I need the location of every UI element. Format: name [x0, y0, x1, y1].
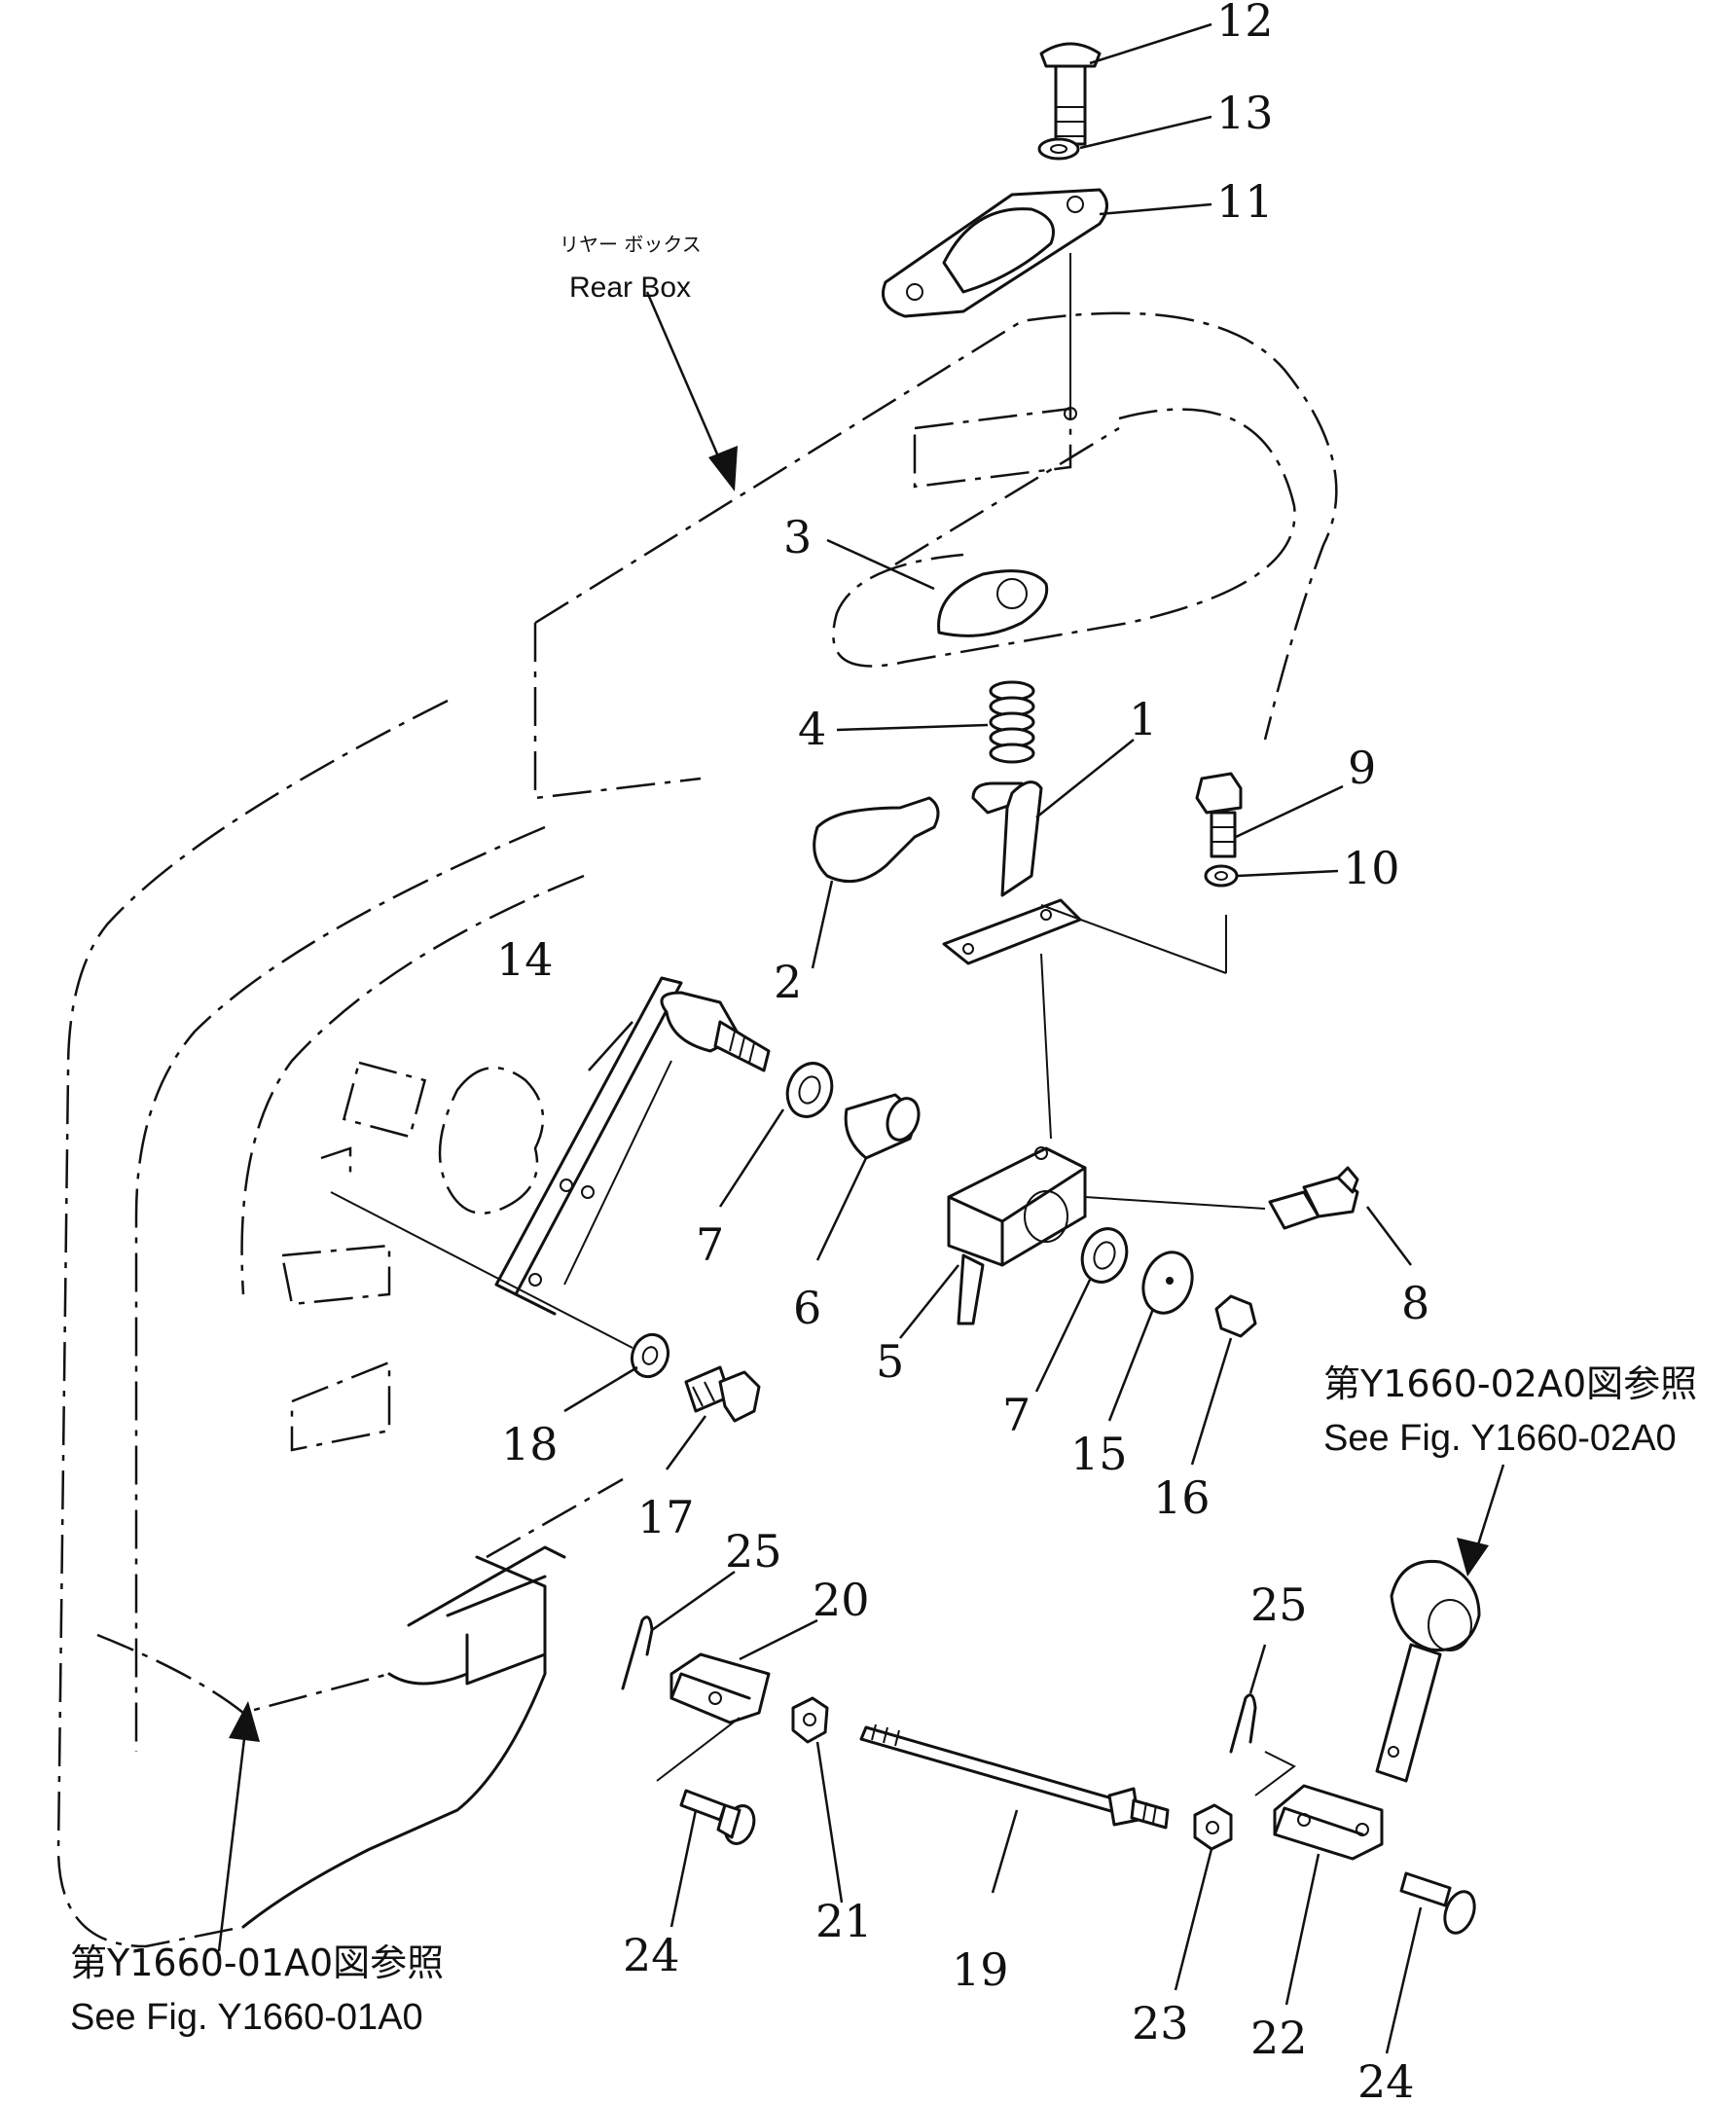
- callout-10: 10: [1343, 842, 1400, 894]
- reference-right: 第Y1660-02A0図参照 See Fig. Y1660-02A0: [1323, 1362, 1697, 1459]
- reference-right-jp: 第Y1660-02A0図参照: [1323, 1362, 1697, 1405]
- seal-7b: [1080, 1227, 1129, 1284]
- reference-right-en: See Fig. Y1660-02A0: [1323, 1418, 1677, 1459]
- callout-4: 4: [798, 703, 826, 755]
- callout-19: 19: [952, 1943, 1009, 1996]
- callout-5: 5: [876, 1335, 904, 1388]
- washer-15: [1141, 1251, 1194, 1315]
- clevis-22: [1273, 1784, 1384, 1861]
- callout-11: 11: [1216, 175, 1274, 228]
- clevis-20: [656, 1652, 771, 1782]
- grease-fitting-8: [1268, 1166, 1359, 1230]
- cab-panel-outline: [56, 699, 624, 1948]
- callout-22: 22: [1250, 2012, 1308, 2064]
- callout-21: 21: [815, 1895, 873, 1947]
- pin-24b: [1399, 1871, 1476, 1935]
- cotter-pin-25b: [1229, 1693, 1296, 1796]
- callout-16: 16: [1153, 1471, 1211, 1524]
- callout-12: 12: [1216, 0, 1274, 47]
- callout-13: 13: [1216, 87, 1274, 139]
- ref-lever-right: [1375, 1559, 1481, 1783]
- callout-14: 14: [496, 933, 554, 986]
- callout-7a: 7: [696, 1218, 724, 1271]
- callout-3: 3: [783, 511, 812, 563]
- lock-washer-13: [1037, 137, 1080, 161]
- screw-12: [1039, 42, 1102, 146]
- nut-23: [1193, 1803, 1233, 1851]
- reference-left: 第Y1660-01A0図参照 See Fig. Y1660-01A0: [70, 1941, 444, 2038]
- rod-19: [859, 1723, 1170, 1830]
- callout-20: 20: [813, 1574, 870, 1626]
- seal-7a: [785, 1062, 834, 1118]
- callout-6: 6: [793, 1282, 821, 1334]
- bolt-9: [1195, 772, 1243, 858]
- callout-8: 8: [1401, 1277, 1429, 1329]
- cover-3: [937, 569, 1049, 637]
- callout-25b: 25: [1250, 1578, 1308, 1631]
- callout-2: 2: [774, 956, 802, 1008]
- leader-lines: [217, 22, 1505, 2054]
- nut-21: [791, 1696, 829, 1744]
- lever-guide-plate-11: [882, 188, 1108, 420]
- bracket-14: [494, 976, 771, 1316]
- callouts: 12 13 11 3 4 1 9 10 2 14 7 6 5 7 8 15 16…: [496, 0, 1429, 2104]
- washer-10: [1204, 864, 1239, 888]
- rear-box-label-jp: リヤー ボックス: [560, 233, 702, 256]
- callout-17: 17: [637, 1491, 695, 1543]
- bushing-6: [844, 1093, 921, 1160]
- callout-18: 18: [501, 1418, 559, 1470]
- reference-left-jp: 第Y1660-01A0図参照: [70, 1941, 444, 1984]
- cotter-pin-25a: [621, 1615, 654, 1690]
- rear-box-label: リヤー ボックス Rear Box: [560, 233, 702, 304]
- bolt-17: [684, 1365, 761, 1423]
- rear-box-outline: [533, 311, 1338, 800]
- holder-5: [947, 1146, 1266, 1325]
- knob-2: [813, 796, 940, 884]
- rear-box-label-en: Rear Box: [569, 272, 691, 304]
- callout-9: 9: [1348, 742, 1376, 794]
- callout-15: 15: [1070, 1428, 1128, 1480]
- callout-7b: 7: [1002, 1389, 1031, 1441]
- spring-4: [989, 680, 1035, 764]
- callout-1: 1: [1129, 693, 1157, 745]
- callout-24b: 24: [1357, 2055, 1415, 2104]
- pin-24a: [679, 1789, 756, 1845]
- reference-left-en: See Fig. Y1660-01A0: [70, 1997, 423, 2038]
- callout-25a: 25: [725, 1525, 782, 1578]
- lever-1: [942, 780, 1227, 1140]
- callout-23: 23: [1132, 1997, 1189, 2050]
- callout-24a: 24: [623, 1929, 680, 1981]
- washer-18: [330, 1191, 670, 1379]
- nut-16: [1214, 1294, 1257, 1338]
